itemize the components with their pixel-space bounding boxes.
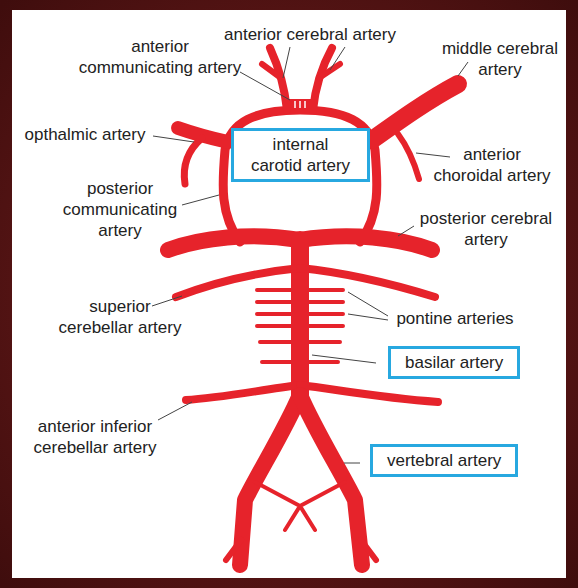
artery-label: anterior choroidal artery	[430, 144, 555, 186]
panel	[12, 10, 566, 578]
artery-label: opthalmic artery	[10, 124, 160, 145]
artery-box: internal carotid artery	[231, 128, 370, 182]
artery-box: basilar artery	[388, 346, 520, 379]
artery-label: middle cerebral artery	[435, 38, 565, 80]
communicating-segment	[289, 99, 311, 110]
box-text: basilar artery	[405, 352, 503, 373]
artery-box: vertebral artery	[370, 444, 518, 477]
artery-label: anterior communicating artery	[75, 36, 245, 78]
artery-label: posterior communicating artery	[58, 178, 183, 241]
leader-lines	[152, 47, 468, 463]
artery-label: pontine arteries	[380, 308, 530, 329]
artery-label: superior cerebellar artery	[56, 296, 184, 338]
box-text: internal carotid artery	[248, 134, 353, 176]
hatch	[295, 101, 305, 108]
artery-label: posterior cerebral artery	[411, 208, 561, 250]
artery-label: anterior cerebral artery	[190, 24, 430, 45]
artery-label: anterior inferior cerebellar artery	[20, 416, 170, 458]
arteries	[168, 48, 458, 565]
box-text: vertebral artery	[387, 450, 501, 471]
